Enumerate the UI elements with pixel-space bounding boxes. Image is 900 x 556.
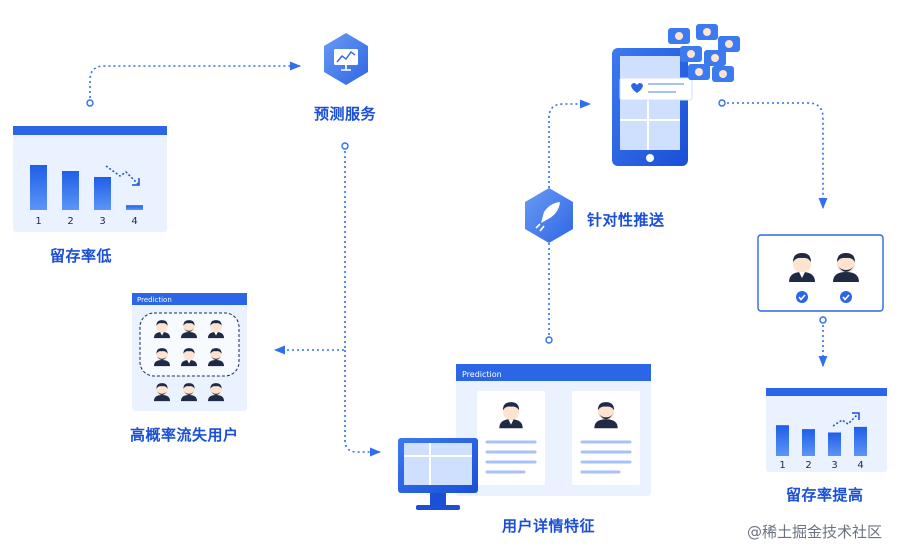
high-retention-bar (802, 429, 815, 456)
high-retention-tick-label: 2 (805, 460, 811, 471)
prediction-service-label: 预测服务 (314, 105, 377, 123)
connector-service-to-churn (273, 146, 346, 355)
retention-improved-label: 留存率提高 (786, 486, 864, 504)
connector-tablet-to-users (722, 102, 828, 210)
connector-push-to-tablet (548, 99, 592, 188)
high-retention-tick-label: 3 (831, 460, 837, 471)
retained-users-card (757, 234, 884, 312)
low-retention-bar (62, 171, 79, 210)
tablet-illustration (612, 24, 740, 166)
low-retention-bars: 1 2 3 4 (30, 165, 143, 227)
churn-panel-title: Prediction (137, 296, 172, 304)
up-trend-arrow (832, 413, 859, 427)
low-retention-bar (94, 177, 111, 210)
low-retention-bar (126, 205, 143, 210)
targeted-push-label: 针对性推送 (587, 211, 665, 229)
high-retention-bars: 1 2 3 4 (776, 425, 867, 471)
up-trend-arrowhead (852, 412, 860, 420)
connector-endpoints (86, 99, 827, 344)
down-trend-arrowhead (132, 178, 140, 186)
low-retention-tick-label: 2 (67, 216, 73, 227)
high-retention-bar (854, 426, 867, 456)
high-retention-tick-label: 1 (779, 460, 785, 471)
churn-users-label: 高概率流失用户 (130, 426, 239, 444)
high-retention-tick-label: 4 (857, 460, 863, 471)
low-retention-tick-label: 3 (99, 216, 105, 227)
connector-service-to-details (344, 350, 382, 457)
monitor-chart-icon (336, 51, 356, 63)
high-retention-bar (828, 432, 841, 456)
churn-users-panel: Prediction (132, 293, 247, 411)
watermark: @稀土掘金技术社区 (746, 523, 882, 541)
connectors (89, 61, 828, 457)
low-retention-tick-label: 1 (35, 216, 41, 227)
high-retention-bar (776, 425, 789, 456)
churn-user-avatars (153, 320, 225, 402)
prediction-service-icon (324, 33, 368, 85)
details-panel-title: Prediction (462, 370, 502, 379)
user-details-illustration: Prediction (398, 364, 651, 510)
low-retention-tick-label: 4 (131, 216, 137, 227)
low-retention-bar (30, 165, 47, 210)
down-trend-arrow (105, 165, 139, 185)
rocket-icon (541, 202, 560, 223)
connector-low-to-service (89, 61, 302, 103)
targeted-push-icon (525, 188, 573, 243)
low-retention-panel: 1 2 3 4 (13, 126, 167, 232)
low-retention-label: 留存率低 (50, 247, 113, 265)
notification-avatars (668, 24, 740, 82)
user-details-label: 用户详情特征 (502, 517, 596, 535)
heart-icon (631, 83, 643, 93)
high-retention-panel: 1 2 3 4 (766, 388, 887, 472)
monitor-icon (398, 438, 478, 510)
